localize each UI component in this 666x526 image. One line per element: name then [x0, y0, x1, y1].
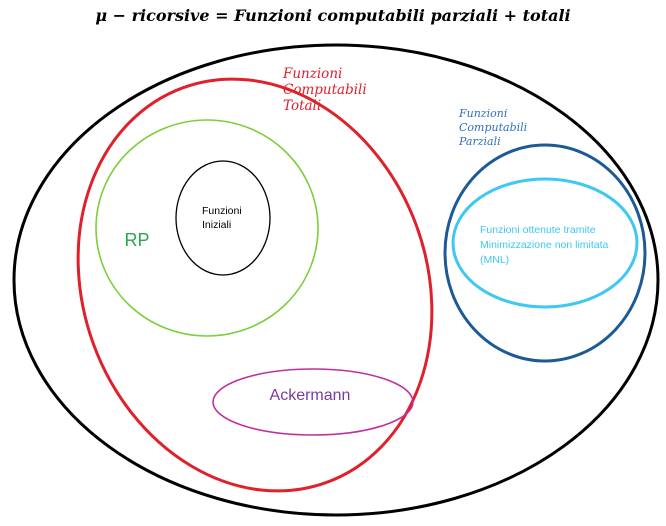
diagram-title: μ − ricorsive = Funzioni computabili par… [95, 6, 570, 25]
mnl-label-line-3: (MNL) [480, 254, 509, 266]
parziali-label-line-3: Parziali [458, 135, 501, 148]
mnl-ellipse [451, 177, 639, 309]
rp-circle [95, 119, 319, 337]
iniziali-ellipse [175, 160, 271, 276]
iniziali-label-line-2: Iniziali [202, 219, 231, 231]
totali-label: Funzioni Computabili Totali [282, 66, 371, 114]
ackermann-label: Ackermann [270, 387, 351, 404]
parziali-label-line-1: Funzioni [458, 107, 507, 120]
ackermann-ellipse [212, 368, 414, 436]
parziali-label: Funzioni Computabili Parziali [458, 107, 531, 148]
iniziali-label-line-1: Funzioni [202, 205, 242, 217]
mnl-label: Funzioni ottenute tramite Minimizzazione… [480, 224, 611, 266]
totali-label-line-1: Funzioni [282, 66, 342, 82]
iniziali-label: Funzioni Iniziali [202, 205, 245, 231]
totali-label-line-3: Totali [283, 98, 321, 114]
mnl-label-line-1: Funzioni ottenute tramite [480, 224, 596, 236]
mu-ricorsive-ellipse [12, 43, 660, 517]
parziali-label-line-2: Computabili [459, 121, 527, 134]
totali-label-line-2: Computabili [283, 82, 367, 98]
totali-ellipse [76, 77, 434, 493]
rp-label: RP [124, 230, 149, 250]
mnl-label-line-2: Minimizzazione non limitata [480, 239, 609, 251]
parziali-ellipse [443, 143, 647, 363]
